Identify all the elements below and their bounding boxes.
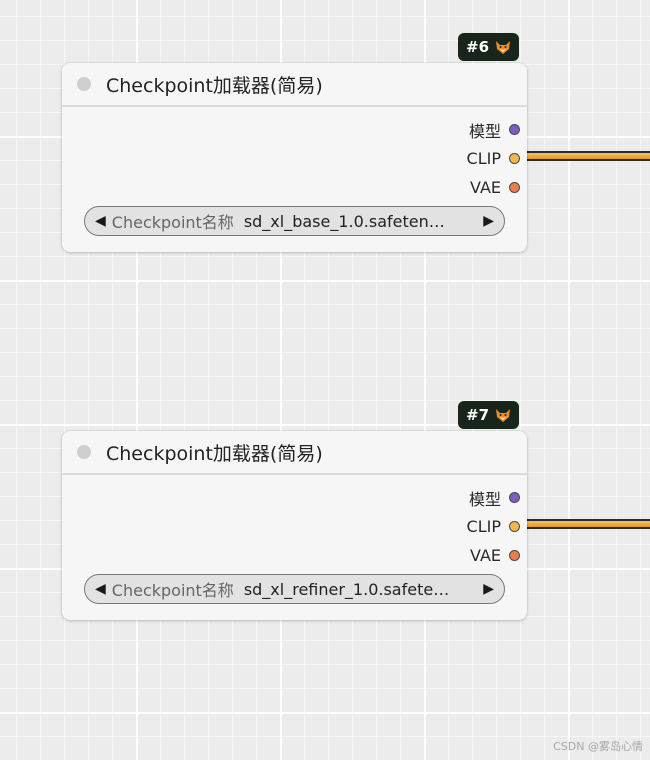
output-label: VAE	[470, 546, 501, 565]
output-clip: CLIP	[62, 512, 527, 541]
output-label: VAE	[470, 178, 501, 197]
combo-label: Checkpoint名称	[111, 213, 234, 232]
output-port-vae[interactable]	[509, 182, 520, 193]
node-title: Checkpoint加载器(简易)	[106, 442, 323, 465]
checkpoint-loader-node[interactable]: Checkpoint加载器(简易) 模型 CLIP VAE ◀ Checkpoi…	[62, 63, 527, 252]
output-label: 模型	[468, 489, 501, 509]
collapse-dot-icon[interactable]	[77, 445, 91, 459]
clip-link-wire-7[interactable]	[524, 519, 650, 529]
output-label: CLIP	[466, 517, 501, 536]
output-label: CLIP	[466, 149, 501, 168]
output-label: 模型	[468, 121, 501, 141]
node-header[interactable]: Checkpoint加载器(简易)	[62, 431, 527, 475]
combo-next-arrow-icon[interactable]: ▶	[483, 581, 494, 597]
node-id-label: #6	[466, 38, 490, 56]
fox-icon	[496, 408, 511, 422]
combo-next-arrow-icon[interactable]: ▶	[483, 213, 494, 229]
output-clip: CLIP	[62, 144, 527, 173]
collapse-dot-icon[interactable]	[77, 77, 91, 91]
combo-prev-arrow-icon[interactable]: ◀	[95, 581, 106, 597]
output-port-vae[interactable]	[509, 550, 520, 561]
checkpoint-loader-node[interactable]: Checkpoint加载器(简易) 模型 CLIP VAE ◀ Checkpoi…	[62, 431, 527, 620]
fox-icon	[496, 40, 511, 54]
node-id-badge: #6	[458, 33, 520, 61]
combo-value: sd_xl_base_1.0.safeten…	[243, 211, 445, 231]
combo-prev-arrow-icon[interactable]: ◀	[95, 213, 106, 229]
node-id-badge: #7	[458, 401, 520, 429]
output-port-model[interactable]	[509, 492, 520, 503]
output-vae: VAE	[62, 541, 527, 570]
output-model: 模型	[62, 115, 527, 144]
node-title: Checkpoint加载器(简易)	[106, 74, 323, 97]
node-header[interactable]: Checkpoint加载器(简易)	[62, 63, 527, 107]
checkpoint-name-combo[interactable]: ◀ Checkpoint名称 sd_xl_base_1.0.safeten… ▶	[84, 206, 505, 236]
combo-value: sd_xl_refiner_1.0.safete…	[243, 579, 450, 599]
combo-label: Checkpoint名称	[111, 581, 234, 600]
output-port-clip[interactable]	[509, 521, 520, 532]
clip-link-wire-6[interactable]	[524, 151, 650, 161]
output-port-model[interactable]	[509, 124, 520, 135]
node-id-label: #7	[466, 406, 490, 424]
node-outputs: 模型 CLIP VAE	[62, 475, 527, 570]
output-model: 模型	[62, 483, 527, 512]
node-outputs: 模型 CLIP VAE	[62, 107, 527, 202]
checkpoint-name-combo[interactable]: ◀ Checkpoint名称 sd_xl_refiner_1.0.safete……	[84, 574, 505, 604]
output-vae: VAE	[62, 173, 527, 202]
watermark: CSDN @雾岛心情	[553, 740, 643, 753]
output-port-clip[interactable]	[509, 153, 520, 164]
